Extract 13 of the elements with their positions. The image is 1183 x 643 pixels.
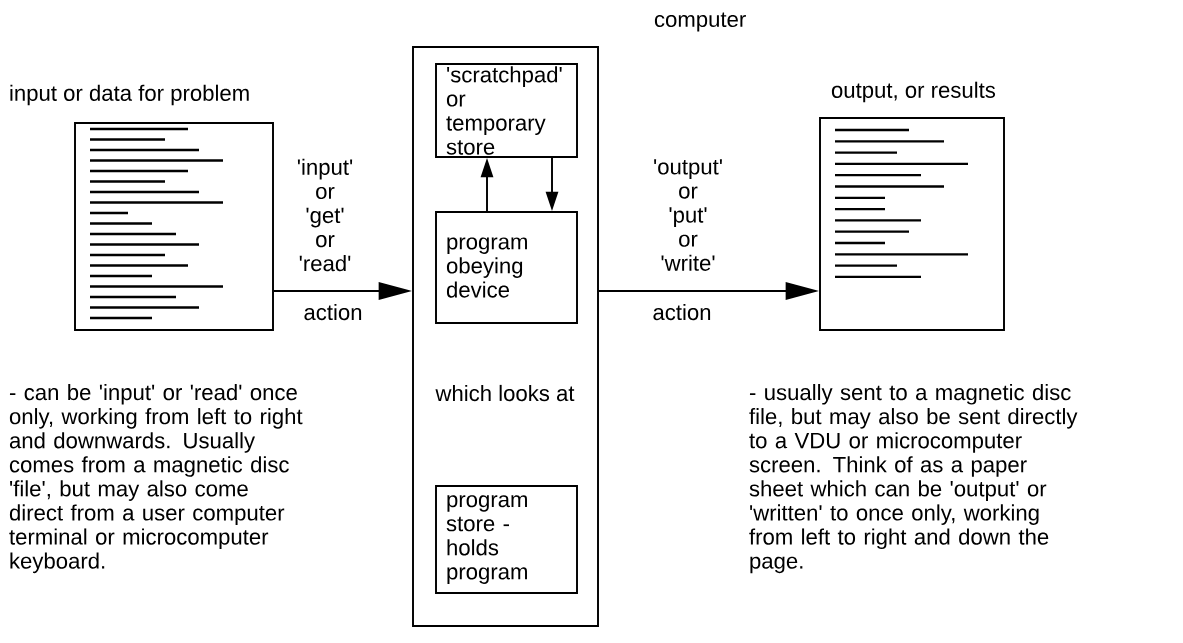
document-heading: output, or results bbox=[831, 81, 996, 103]
description-text: - usually sent to a magnetic disc file, but may also be sent directly to a VDU or microcomputer screen. Think of as a paper sheet which can be 'output' or 'written' to once only, working from left to right and down the page. bbox=[749, 384, 1078, 574]
process-box: 'scratchpad' or temporary store bbox=[435, 63, 578, 158]
edge-label: 'output' or 'put' or 'write' bbox=[654, 159, 722, 271]
box-text: which looks at bbox=[435, 384, 575, 402]
document-heading: input or data for problem bbox=[10, 84, 249, 106]
process-box: program obeying device bbox=[435, 211, 578, 324]
description-text: - can be 'input' or 'read' once only, working from left to right and downwards. Usually comes from a magnetic disc 'file', but may also come direct from a user computer terminal or microcomputer keyboard. bbox=[9, 384, 303, 574]
process-box: program store - holds program bbox=[435, 485, 578, 594]
edge-label: 'input' or 'get' or 'read' bbox=[297, 158, 353, 272]
box-heading: computer bbox=[654, 12, 746, 32]
annotation-text: action bbox=[653, 303, 711, 321]
annotation-text: action bbox=[304, 303, 362, 321]
